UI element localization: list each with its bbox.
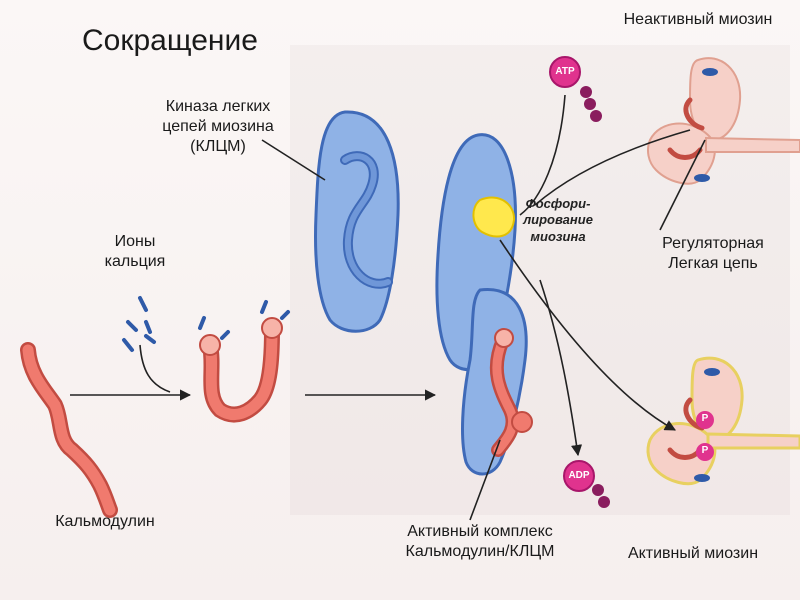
label-active-complex: Активный комплекс Кальмодулин/КЛЦМ [375, 522, 585, 562]
phosphate-badge-2: P [701, 445, 709, 456]
label-active-myosin: Активный миозин [627, 545, 759, 562]
calcium-ions [122, 296, 156, 352]
atp-badge-text: ATP [555, 66, 575, 77]
label-regulatory-chain-line-2: Легкая цепь [668, 255, 758, 272]
label-calcium-line-2: кальция [104, 253, 166, 270]
label-kinase-line-2: цепей миозина [162, 118, 274, 135]
label-active-complex-line-1: Активный комплекс [407, 523, 553, 540]
label-active-complex-line-2: Кальмодулин/КЛЦМ [405, 543, 555, 560]
label-calcium-line-1: Ионы [114, 233, 156, 250]
label-kinase-line-1: Киназа легких [165, 98, 271, 115]
label-calmodulin: Кальмодулин [55, 513, 155, 530]
adp-molecule [563, 460, 610, 508]
label-phosphorylation: Фосфори- лирование миозина [518, 196, 598, 245]
label-phosphorylation-line-3: миозина [530, 228, 586, 244]
label-kinase: Киназа легких цепей миозина (КЛЦМ) [154, 97, 282, 157]
active-myosin [646, 356, 800, 486]
atp-molecule [549, 56, 602, 122]
calmodulin-molecule [20, 342, 118, 518]
label-phosphorylation-line-2: лирование [523, 212, 593, 228]
inactive-myosin [647, 57, 800, 185]
label-regulatory-chain: Регуляторная Легкая цепь [648, 234, 778, 274]
calmodulin-ca-bound [198, 300, 290, 423]
label-inactive-myosin: Неактивный миозин [623, 11, 773, 28]
label-phosphorylation-line-1: Фосфори- [525, 196, 591, 211]
active-complex [435, 133, 533, 476]
label-kinase-line-3: (КЛЦМ) [190, 138, 246, 155]
label-regulatory-chain-line-1: Регуляторная [662, 235, 764, 252]
kinase-klcm [314, 110, 400, 333]
adp-badge-text: ADP [568, 470, 590, 481]
reaction-arrows [70, 94, 706, 521]
page-title: Сокращение [82, 24, 258, 57]
label-calcium: Ионы кальция [95, 232, 175, 272]
phosphate-badge-1: P [701, 413, 709, 424]
